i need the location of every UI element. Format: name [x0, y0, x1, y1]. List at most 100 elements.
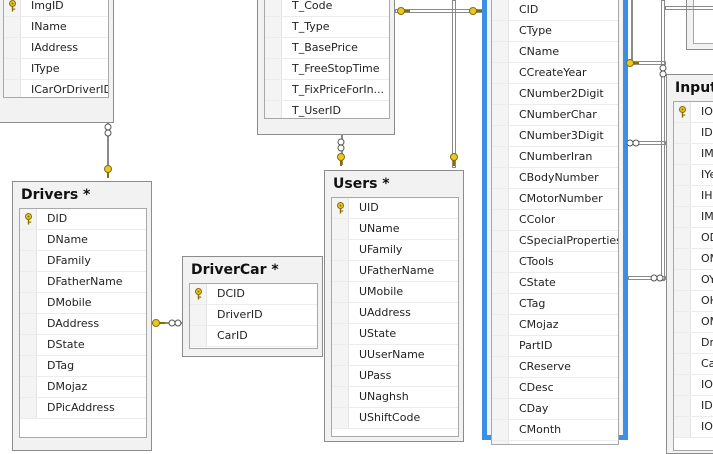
input-column-row[interactable]: IOI — [674, 375, 713, 396]
row-selector — [674, 249, 691, 269]
input-column-row[interactable]: OM — [674, 249, 713, 270]
row-selector — [332, 387, 349, 407]
row-selector — [190, 305, 207, 325]
users-column-row[interactable]: UPass — [332, 366, 458, 387]
cars-column-row[interactable]: CTools — [492, 252, 618, 273]
users-column-row[interactable]: UName — [332, 219, 458, 240]
drivers-column-row[interactable]: DState — [20, 335, 146, 356]
cars-column-row[interactable]: CMojaz — [492, 315, 618, 336]
cars-column-row[interactable]: CYear — [492, 441, 618, 444]
cars-column-row[interactable]: CCreateYear — [492, 63, 618, 84]
users-column-row[interactable]: UMobile — [332, 282, 458, 303]
tariffs-column-row[interactable]: T_Type — [265, 17, 389, 38]
input-column-row[interactable]: OD — [674, 228, 713, 249]
drivers-column-row[interactable]: DName — [20, 230, 146, 251]
input-column-row[interactable]: IMo — [674, 144, 713, 165]
input-column-row[interactable]: IYe — [674, 165, 713, 186]
users-column-row[interactable]: UUserName — [332, 345, 458, 366]
images-column-row[interactable]: IName — [4, 17, 108, 38]
images-column-row[interactable]: ImgID — [4, 0, 108, 17]
cars-column-row[interactable]: CNumber2Digit — [492, 84, 618, 105]
drivercar-column-row[interactable]: CarID — [190, 326, 317, 347]
users-column-row[interactable]: UState — [332, 324, 458, 345]
drivers-column-row[interactable]: DID — [20, 209, 146, 230]
cars-column-row[interactable]: CType — [492, 21, 618, 42]
tariffs-column-row[interactable]: T_UserID — [265, 101, 389, 118]
tariffs-column-row[interactable]: T_FixPriceForIn... — [265, 80, 389, 101]
input-column-row[interactable]: IMi — [674, 207, 713, 228]
column-name: T_Type — [292, 20, 330, 33]
input-column-row[interactable]: Dri — [674, 333, 713, 354]
input-column-row[interactable]: OH — [674, 291, 713, 312]
partial-table-top-right[interactable] — [686, 0, 713, 50]
cars-column-row[interactable]: CMonth — [492, 420, 618, 441]
drivers-column-row[interactable]: DMojaz — [20, 377, 146, 398]
cars-column-row[interactable]: CBodyNumber — [492, 168, 618, 189]
cars-column-row[interactable]: CDesc — [492, 378, 618, 399]
cars-column-row[interactable]: CColor — [492, 210, 618, 231]
column-name: UName — [359, 222, 400, 235]
column-name: CMojaz — [519, 318, 559, 331]
cars-column-row[interactable]: CDay — [492, 399, 618, 420]
cars-column-row[interactable]: CSpecialProperties — [492, 231, 618, 252]
drivers-column-row[interactable]: DMobile — [20, 293, 146, 314]
cars-column-row[interactable]: CNumberIran — [492, 147, 618, 168]
cars-column-row[interactable]: CID — [492, 0, 618, 21]
cars-column-row[interactable]: CTag — [492, 294, 618, 315]
users-column-row[interactable]: UAddress — [332, 303, 458, 324]
input-column-row[interactable]: IDa — [674, 123, 713, 144]
column-name: T_Code — [292, 0, 333, 12]
drivercar-column-row[interactable]: DCID — [190, 284, 317, 305]
users-column-row[interactable]: UNaghsh — [332, 387, 458, 408]
row-selector — [674, 144, 691, 164]
row-selector — [332, 324, 349, 344]
column-name: CCreateYear — [519, 66, 587, 79]
row-selector — [492, 210, 509, 230]
cars-column-row[interactable]: CName — [492, 42, 618, 63]
images-column-row[interactable]: ICarOrDriverID — [4, 80, 108, 97]
images-column-row[interactable]: IAddress — [4, 38, 108, 59]
row-selector — [332, 345, 349, 365]
users-column-row[interactable]: UShiftCode — [332, 408, 458, 429]
users-column-row[interactable]: UFamily — [332, 240, 458, 261]
input-table[interactable]: Input IOIIDaIMoIYeIHoIMiODOMOYOHOMDriCaI… — [666, 74, 713, 454]
drivers-column-row[interactable]: DTag — [20, 356, 146, 377]
column-name: CID — [519, 3, 539, 16]
input-column-row[interactable]: IOI — [674, 417, 713, 438]
tariffs-column-row[interactable]: T_FreeStopTime — [265, 59, 389, 80]
input-column-row[interactable]: IDa — [674, 396, 713, 417]
row-selector — [492, 147, 509, 167]
column-name: CColor — [519, 213, 556, 226]
users-column-row[interactable]: UID — [332, 198, 458, 219]
input-column-row[interactable]: OM — [674, 312, 713, 333]
cars-column-row[interactable]: CState — [492, 273, 618, 294]
primary-key-icon — [678, 106, 686, 118]
row-selector — [674, 396, 691, 416]
cars-column-row[interactable]: CMotorNumber — [492, 189, 618, 210]
tariffs-column-row[interactable]: T_Code — [265, 0, 389, 17]
cars-column-row[interactable]: CNumberChar — [492, 105, 618, 126]
row-selector — [492, 399, 509, 419]
drivers-column-row[interactable]: DFatherName — [20, 272, 146, 293]
input-column-row[interactable]: OY — [674, 270, 713, 291]
input-column-row[interactable]: IOI — [674, 102, 713, 123]
drivers-column-row[interactable]: DFamily — [20, 251, 146, 272]
drivercar-column-row[interactable]: DriverID — [190, 305, 317, 326]
column-name: IHo — [701, 189, 713, 202]
users-column-row[interactable]: UFatherName — [332, 261, 458, 282]
cars-column-row[interactable]: CReserve — [492, 357, 618, 378]
images-column-row[interactable]: IType — [4, 59, 108, 80]
tariffs-column-row[interactable]: T_BasePrice — [265, 38, 389, 59]
drivers-column-row[interactable]: DPicAddress — [20, 398, 146, 419]
drivers-column-row[interactable]: DAddress — [20, 314, 146, 335]
input-column-row[interactable]: Ca — [674, 354, 713, 375]
cars-column-row[interactable]: PartID — [492, 336, 618, 357]
cars-column-row[interactable]: CNumber3Digit — [492, 126, 618, 147]
input-column-row[interactable]: IHo — [674, 186, 713, 207]
